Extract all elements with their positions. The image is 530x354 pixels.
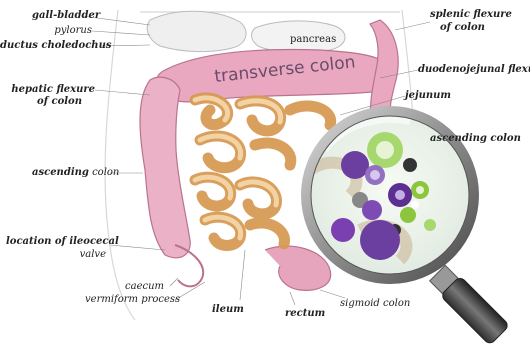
gall-bladder-label: gall-bladder: [32, 10, 82, 21]
vermiform-label: vermiform process: [85, 294, 180, 305]
ileocecal-label: location of ileocecal: [6, 236, 119, 247]
rectum-label: rectum: [285, 308, 325, 319]
duodenojejunal-label: duodenojejunal flexure: [418, 64, 530, 75]
splenic-flexure-label-2: of colon: [440, 22, 485, 33]
pancreas-label: pancreas: [290, 34, 336, 45]
splenic-flexure-label: splenic flexure: [430, 9, 512, 20]
upper-organs: [147, 11, 345, 52]
ascending-colon-label-b: colon: [92, 167, 119, 178]
ileum-label: ileum: [212, 304, 244, 315]
caecum-label: caecum: [125, 281, 164, 292]
ascending-colon-label: ascending colon: [32, 167, 119, 178]
ascending-colon: [140, 77, 190, 257]
ascending-colon-label-a: ascending: [32, 167, 89, 178]
hepatic-flexure-label-2: of colon: [10, 96, 82, 107]
magnifying-glass-icon: [306, 111, 510, 345]
descending-colon-label: ascending colon: [430, 133, 521, 144]
ileocecal-label-b: valve: [40, 249, 106, 260]
hepatic-flexure-label: hepatic flexure: [10, 84, 95, 95]
pylorus-label: pylorus: [40, 25, 92, 36]
ductus-choledochus-label: ductus choledochus: [0, 40, 100, 51]
jejunum-label: jejunum: [405, 90, 451, 101]
sigmoid-colon: [265, 246, 331, 290]
sigmoid-colon-label: sigmoid colon: [340, 298, 410, 309]
